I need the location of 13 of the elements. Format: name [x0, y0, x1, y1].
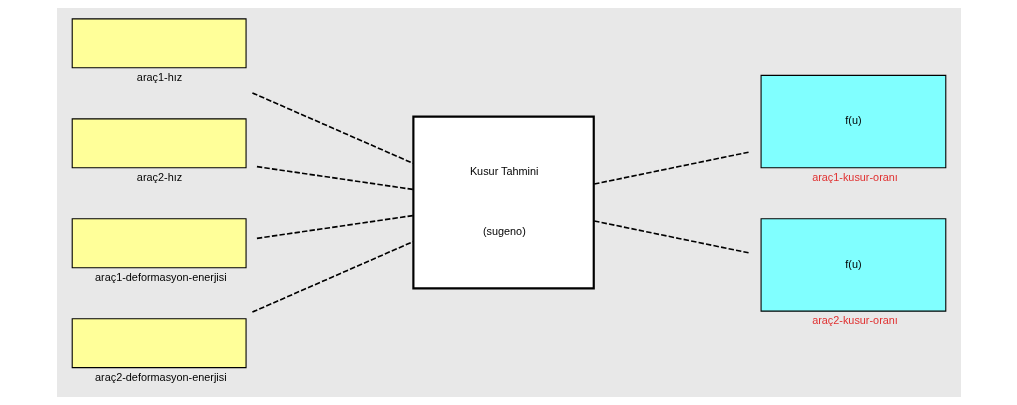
node-label: araç2-deformasyon-enerjisi: [94, 370, 227, 383]
node-label: araç1-deformasyon-enerjisi: [94, 270, 227, 283]
node-label: araç2-kusur-oranı: [811, 314, 898, 327]
node-label: araç1-kusur-oranı: [811, 170, 898, 183]
connector: [251, 92, 414, 165]
connector: [251, 240, 414, 313]
node-box: Kusur Tahmini (sugeno): [411, 115, 595, 290]
connector: [592, 151, 751, 185]
connector: [255, 165, 414, 191]
connector: [592, 220, 751, 254]
connector: [255, 214, 414, 240]
node-label: araç1-hız: [136, 70, 182, 83]
node-label: araç2-hız: [136, 170, 182, 183]
